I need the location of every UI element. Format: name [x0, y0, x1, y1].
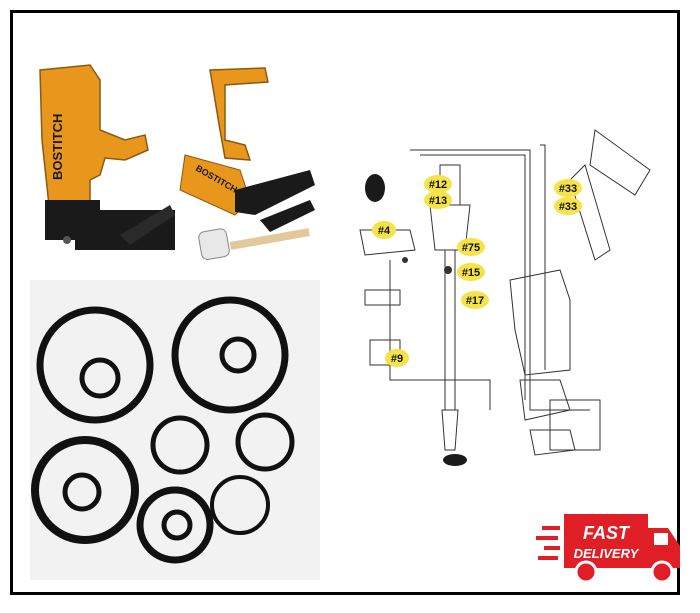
speed-lines-icon [536, 526, 560, 560]
nailer-tools-photo: BOSTITCH BOSTITCH [20, 40, 330, 275]
part-label-15: #15 [457, 263, 485, 281]
o-ring-small-1 [79, 357, 121, 399]
o-ring-small-3 [62, 472, 102, 512]
rubber-mallet [198, 228, 310, 260]
o-ring-large-3 [31, 436, 139, 544]
svg-text:#4: #4 [378, 225, 391, 237]
part-label-9: #9 [385, 349, 409, 367]
part-label-13: #13 [424, 191, 452, 209]
svg-text:#17: #17 [466, 295, 484, 307]
svg-text:#33: #33 [559, 201, 577, 213]
o-ring-medium-3 [136, 486, 214, 564]
part-label-33-b: #33 [554, 197, 582, 215]
fast-delivery-badge: FAST DELIVERY [536, 506, 686, 586]
svg-text:#75: #75 [462, 242, 480, 254]
o-ring-medium-1 [150, 415, 210, 475]
delivery-truck-icon [564, 514, 680, 584]
o-ring-small-4 [161, 509, 193, 541]
o-ring-large-1 [36, 306, 154, 424]
delivery-line-1: FAST [583, 523, 631, 543]
svg-text:#33: #33 [559, 183, 577, 195]
parts-diagram: #12 #13 #4 #75 #15 #17 #9 #33 [330, 110, 675, 495]
nailer-gun-1: BOSTITCH [39, 64, 175, 250]
svg-text:#9: #9 [391, 353, 403, 365]
o-ring-medium-2 [235, 412, 295, 472]
svg-text:#13: #13 [429, 195, 447, 207]
brand-label-1: BOSTITCH [50, 114, 65, 180]
delivery-line-2: DELIVERY [574, 546, 640, 561]
o-rings-photo [30, 280, 320, 580]
part-label-4: #4 [372, 221, 396, 239]
o-ring-large-2 [171, 296, 289, 414]
o-ring-medium-4 [210, 475, 270, 535]
o-ring-small-2 [219, 336, 257, 374]
svg-text:#12: #12 [429, 179, 447, 191]
part-label-75: #75 [457, 238, 485, 256]
part-label-12: #12 [424, 175, 452, 193]
flooring-nailer: BOSTITCH [179, 67, 315, 232]
svg-text:#15: #15 [462, 267, 480, 279]
part-label-17: #17 [461, 291, 489, 309]
part-label-33-a: #33 [554, 179, 582, 197]
